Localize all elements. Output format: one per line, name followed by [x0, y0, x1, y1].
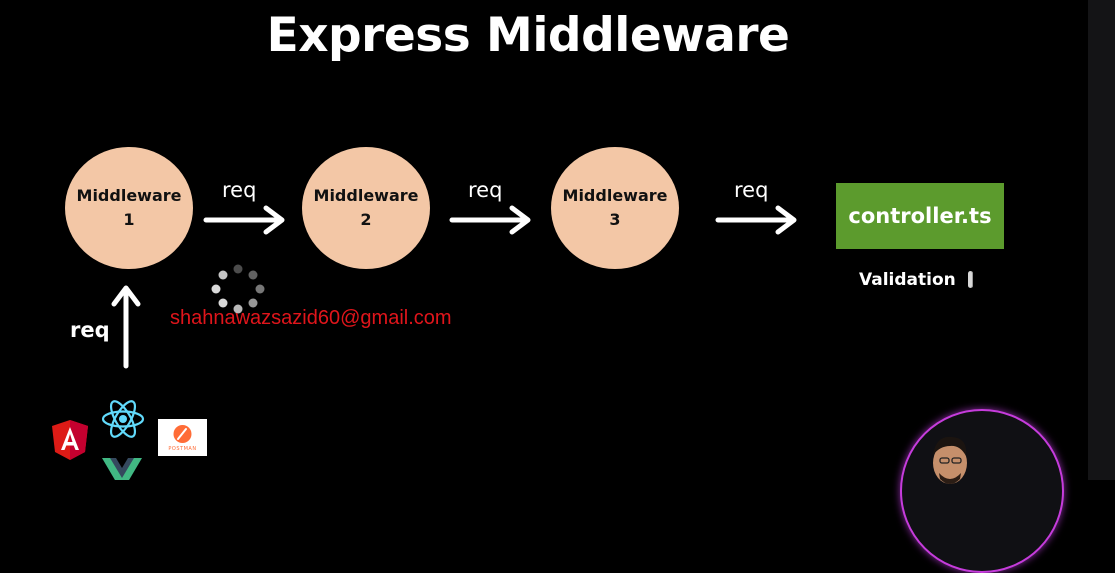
- edge-label-m3-controller: req: [734, 178, 769, 202]
- middleware-node-label: Middleware: [562, 186, 668, 205]
- postman-logo-icon: [173, 425, 192, 443]
- angular-icon: [52, 420, 88, 460]
- middleware-node-2: Middleware 2: [302, 147, 430, 269]
- edge-label-m2-m3: req: [468, 178, 503, 202]
- email-watermark: shahnawazsazid60@gmail.com: [170, 307, 452, 329]
- postman-icon: POSTMAN: [158, 419, 207, 456]
- middleware-node-3: Middleware 3: [551, 147, 679, 269]
- middleware-node-number: 2: [360, 210, 372, 229]
- middleware-node-label: Middleware: [313, 186, 419, 205]
- controller-label: controller.ts: [848, 204, 992, 228]
- middleware-node-number: 1: [123, 210, 135, 229]
- diagram-title: Express Middleware: [266, 8, 790, 63]
- postman-label: POSTMAN: [168, 446, 197, 452]
- edge-label-client-m1: req: [70, 318, 110, 342]
- arrow-m1-to-m2: [203, 205, 285, 235]
- loading-spinner-icon: [211, 264, 265, 314]
- validation-label: Validation: [859, 270, 956, 290]
- arrow-client-to-m1: [111, 285, 141, 369]
- controller-box: controller.ts: [836, 183, 1004, 249]
- slide: Express Middleware Middleware 1 Middlewa…: [52, 8, 1064, 573]
- vue-icon: [102, 458, 142, 480]
- arrow-m3-to-controller: [715, 205, 797, 235]
- edge-label-m1-m2: req: [222, 178, 257, 202]
- right-edge-panel: [1088, 0, 1115, 480]
- middleware-node-label: Middleware: [76, 186, 182, 205]
- arrow-m2-to-m3: [449, 205, 531, 235]
- presenter-avatar: [900, 409, 1064, 573]
- pin-icon: [968, 271, 973, 288]
- middleware-node-1: Middleware 1: [65, 147, 193, 269]
- presenter-figure-icon: [933, 436, 967, 484]
- react-icon: [101, 400, 145, 438]
- middleware-node-number: 3: [609, 210, 621, 229]
